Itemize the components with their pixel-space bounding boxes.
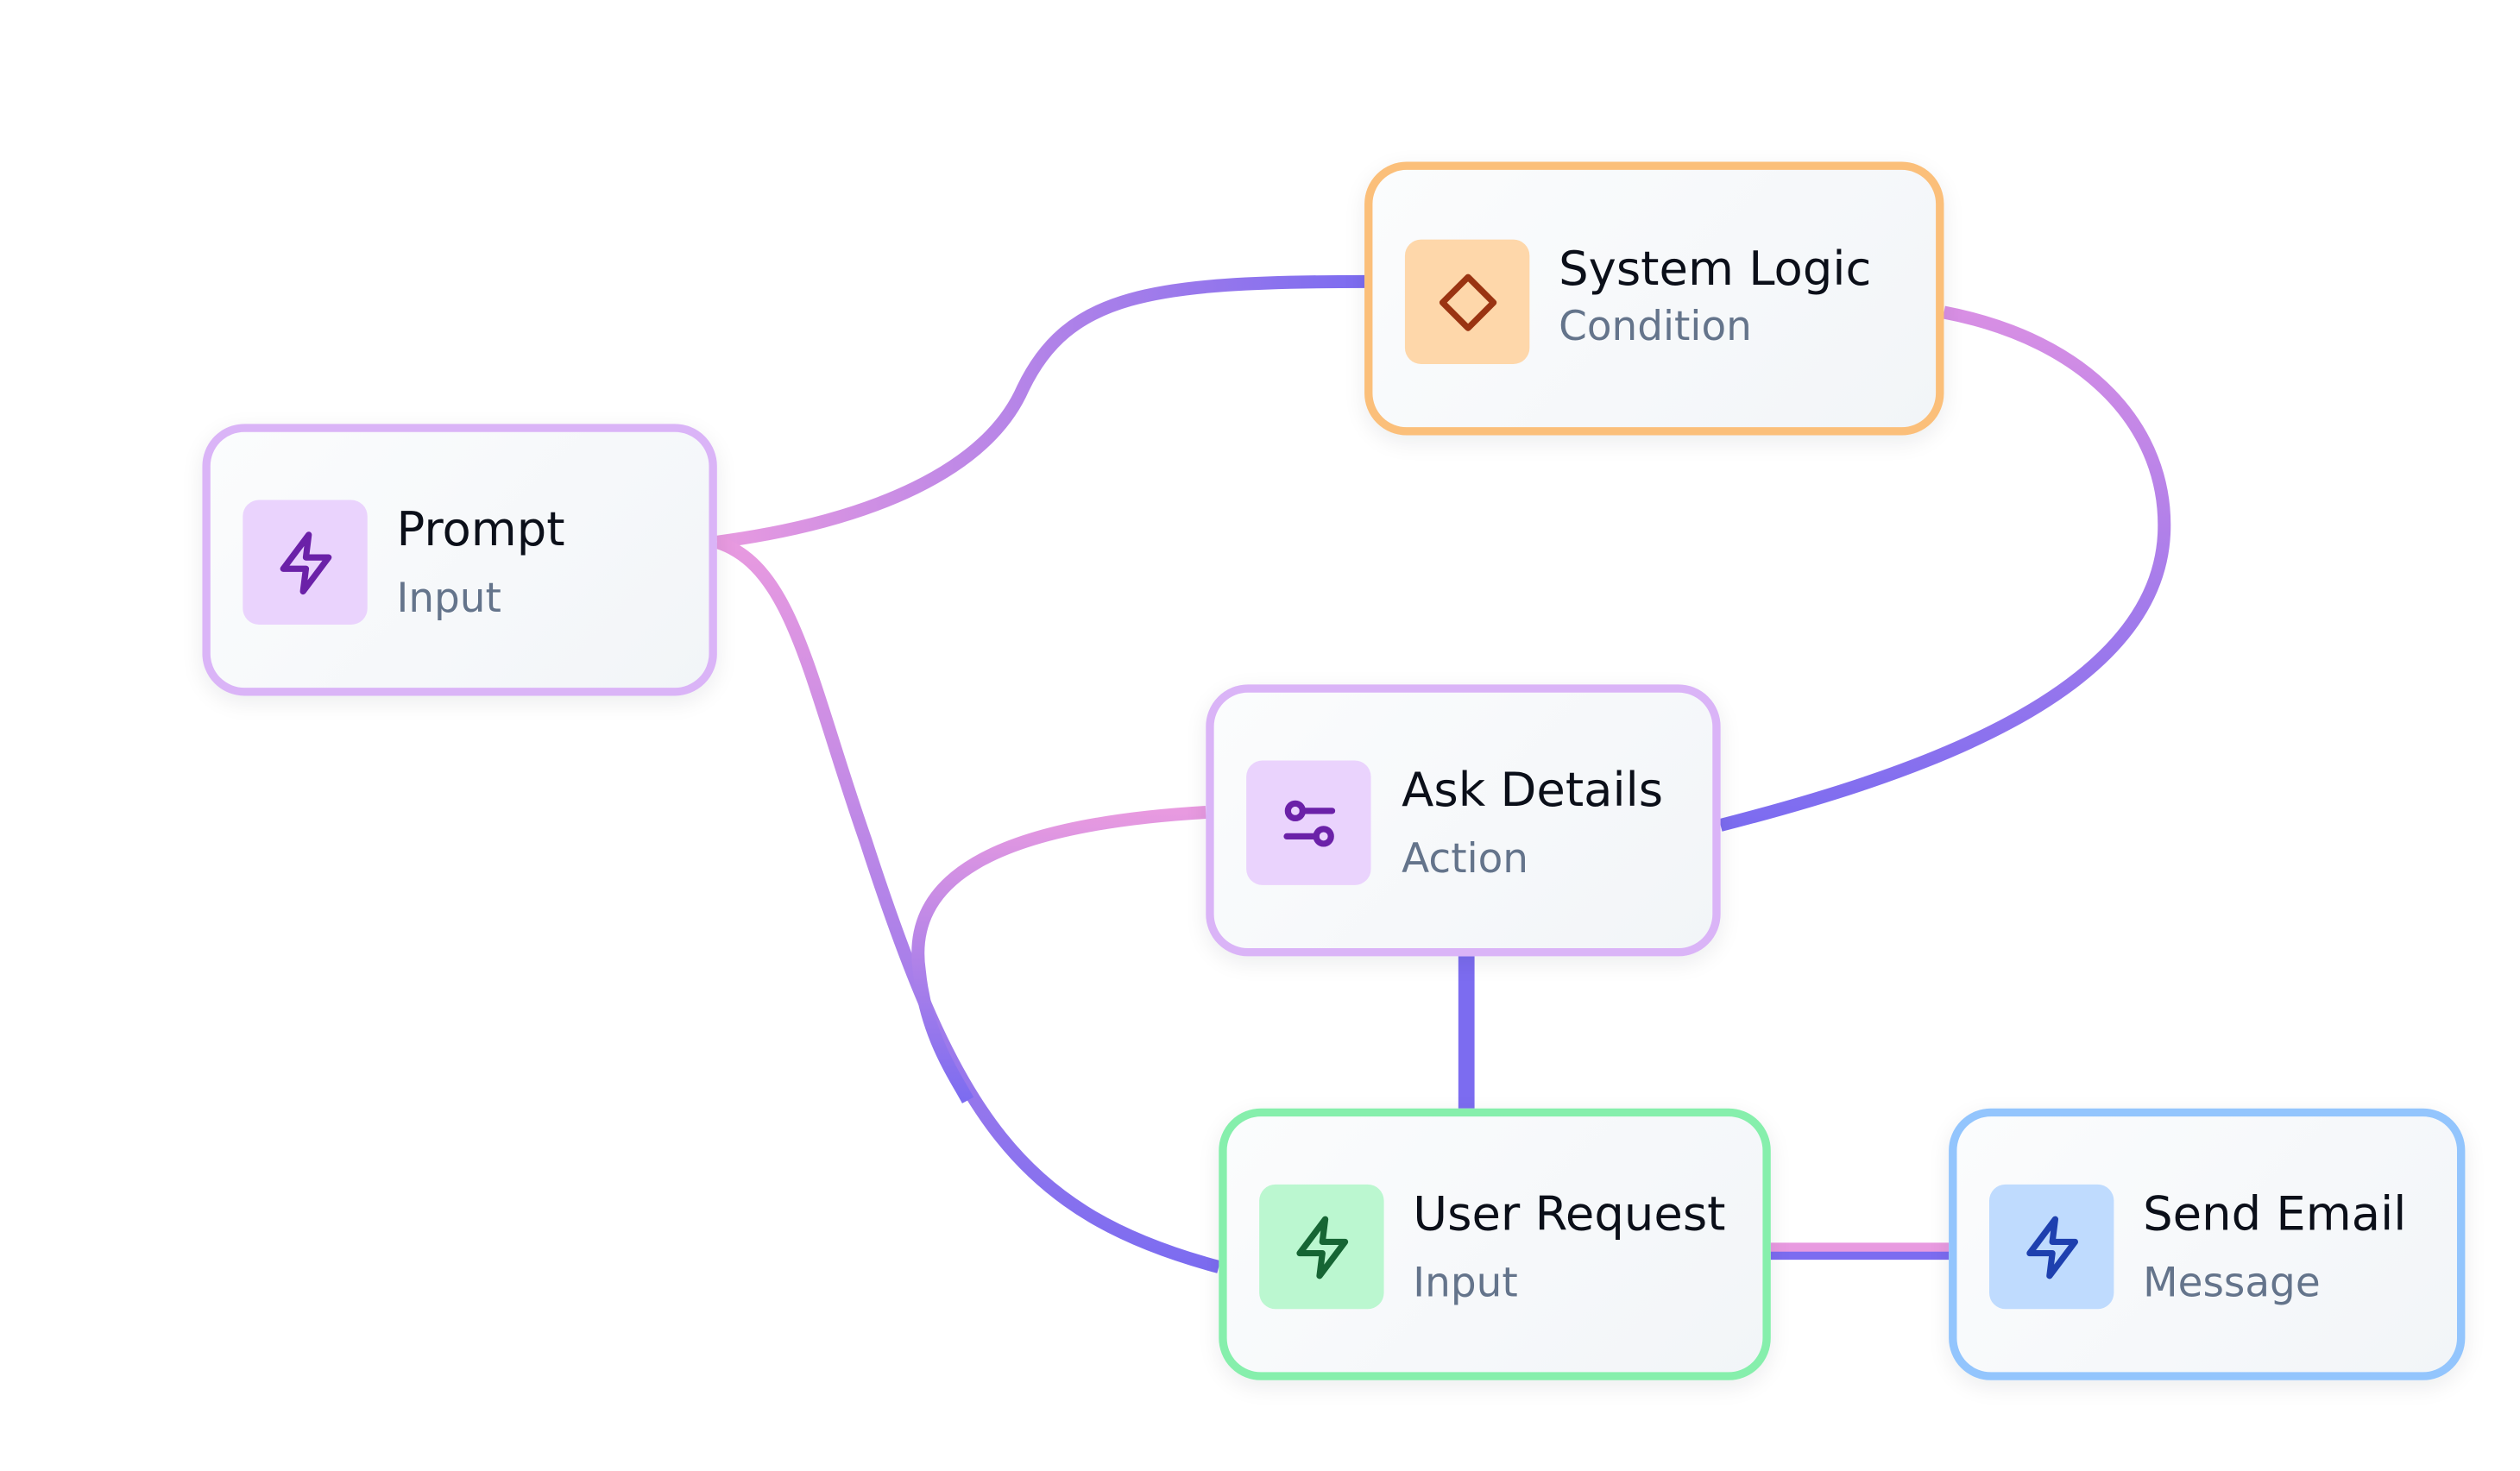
node-title: Ask Details — [1402, 762, 1664, 818]
node-subtitle: Condition — [1559, 302, 1752, 350]
bolt-icon — [243, 500, 368, 625]
edge-ask-details-loop-to-user-request[interactable] — [911, 806, 1206, 1103]
edge-prompt-to-user-request[interactable] — [715, 536, 1221, 1273]
edge-prompt-to-system-logic[interactable] — [715, 274, 1365, 549]
node-prompt[interactable]: Prompt Input — [202, 424, 717, 696]
node-send-email[interactable]: Send Email Message — [1949, 1108, 2466, 1380]
node-subtitle: Input — [1413, 1259, 1518, 1306]
node-ask-details[interactable]: Ask Details Action — [1206, 684, 1721, 957]
node-title: System Logic — [1559, 241, 1872, 297]
node-subtitle: Message — [2143, 1259, 2321, 1306]
node-user-request[interactable]: User Request Input — [1219, 1108, 1771, 1380]
bolt-icon — [1259, 1184, 1384, 1310]
node-title: User Request — [1413, 1185, 1726, 1242]
node-subtitle: Input — [396, 574, 501, 622]
sliders-icon — [1246, 760, 1371, 885]
node-title: Prompt — [396, 501, 565, 557]
bolt-icon — [1988, 1184, 2114, 1310]
edge-system-logic-to-ask-details[interactable] — [1718, 305, 2171, 832]
node-subtitle: Action — [1402, 834, 1529, 883]
diamond-icon — [1404, 239, 1530, 364]
node-system-logic[interactable]: System Logic Condition — [1364, 161, 1944, 436]
node-title: Send Email — [2143, 1185, 2407, 1242]
